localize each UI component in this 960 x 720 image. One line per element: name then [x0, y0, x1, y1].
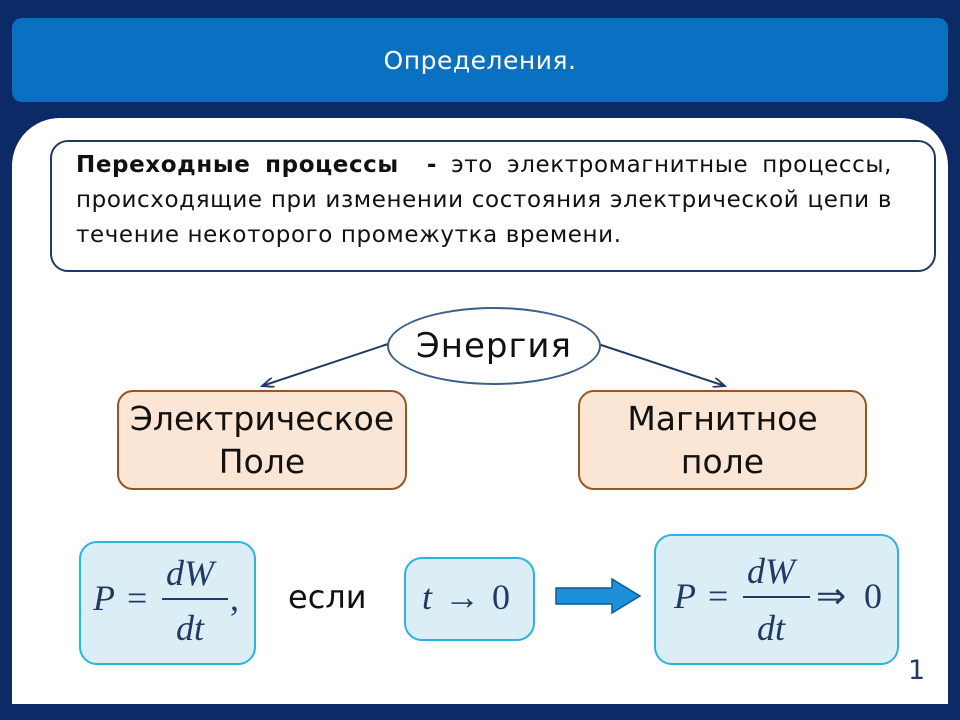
electric-field-box: Электрическое Поле — [117, 390, 407, 490]
electric-field-line1: Электрическое — [129, 399, 395, 438]
magnetic-field-box: Магнитное поле — [578, 390, 867, 490]
energy-label: Энергия — [416, 326, 572, 366]
f2-arrow: → — [444, 577, 480, 617]
f3-num: dW — [747, 551, 798, 591]
f2-var: t — [422, 577, 433, 617]
f3-implies: ⇒ — [816, 576, 846, 616]
f1-den: dt — [176, 608, 205, 648]
f3-den: dt — [757, 608, 786, 648]
f1-eq: = — [127, 578, 147, 618]
slide-title-bar: Определения. — [12, 18, 948, 102]
condition-word: если — [288, 578, 367, 616]
magnetic-field-line2: поле — [680, 442, 765, 481]
arrow-to-electric — [262, 343, 389, 386]
page-number: 1 — [908, 655, 926, 686]
formula-result-box — [654, 534, 899, 665]
f1-comma: , — [230, 578, 239, 618]
definition-dash: - — [426, 152, 438, 178]
f1-lhs: P — [92, 578, 115, 618]
slide-title: Определения. — [383, 45, 577, 75]
arrow-to-magnetic — [597, 343, 725, 386]
f3-lhs: P — [673, 576, 696, 616]
formula-limit-box — [404, 557, 535, 641]
f2-val: 0 — [492, 577, 510, 617]
magnetic-field-line1: Магнитное — [627, 399, 818, 438]
definition-text: Переходные процессы - это электромагнитн… — [76, 148, 892, 253]
definition-term: Переходные процессы — [76, 152, 399, 178]
f3-val: 0 — [864, 576, 882, 616]
f1-num: dW — [166, 553, 217, 593]
f3-eq: = — [708, 576, 728, 616]
definition-box — [50, 140, 936, 272]
definition-body: это электромагнитные процессы, происходя… — [76, 152, 892, 248]
formula-power-box — [79, 541, 256, 665]
electric-field-line2: Поле — [218, 442, 306, 481]
right-arrow-icon — [555, 577, 642, 615]
energy-ellipse: Энергия — [387, 307, 601, 385]
